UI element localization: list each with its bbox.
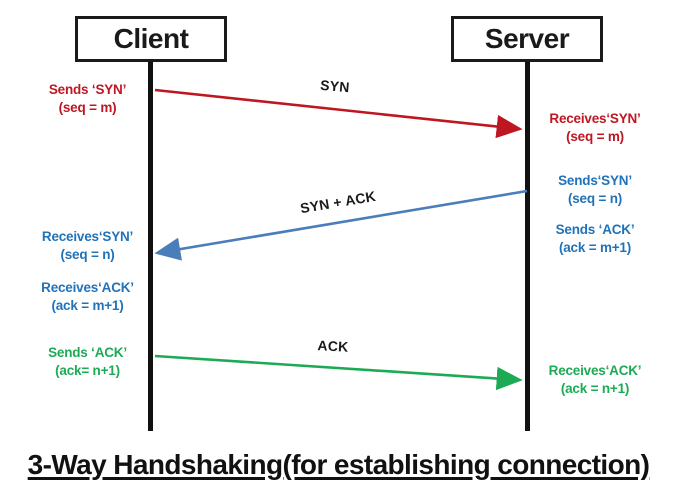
note-server-receives-syn: Receives‘SYN’ (seq = m) bbox=[520, 110, 670, 146]
note-line2: (ack = n+1) bbox=[560, 381, 630, 396]
note-line1: Receives‘ACK’ bbox=[548, 363, 642, 378]
note-line2: (seq = n) bbox=[567, 191, 623, 206]
note-server-sends-ack: Sends ‘ACK’ (ack = m+1) bbox=[520, 221, 670, 257]
note-line2: (ack= n+1) bbox=[55, 363, 120, 378]
server-label: Server bbox=[484, 23, 570, 54]
note-line1: Sends ‘ACK’ bbox=[48, 345, 127, 360]
note-client-receives-ack: Receives‘ACK’ (ack = m+1) bbox=[10, 279, 165, 315]
note-line2: (seq = m) bbox=[58, 100, 117, 115]
server-box: Server bbox=[451, 16, 603, 62]
client-label: Client bbox=[113, 23, 189, 54]
note-client-receives-syn: Receives‘SYN’ (seq = n) bbox=[10, 228, 165, 264]
note-server-receives-final-ack: Receives‘ACK’ (ack = n+1) bbox=[520, 362, 670, 398]
note-line2: (seq = n) bbox=[60, 247, 115, 262]
note-line1: Sends ‘SYN’ bbox=[48, 82, 127, 97]
note-line2: (seq = m) bbox=[566, 129, 624, 144]
note-line1: Sends ‘ACK’ bbox=[555, 222, 635, 237]
diagram-title: 3-Way Handshaking(for establishing conne… bbox=[0, 449, 677, 481]
note-line2: (ack = m+1) bbox=[558, 240, 632, 255]
syn-arrow bbox=[154, 88, 523, 139]
client-box: Client bbox=[75, 16, 227, 62]
note-line2: (ack = m+1) bbox=[51, 298, 124, 313]
client-lifeline bbox=[148, 62, 153, 431]
note-server-sends-syn: Sends‘SYN’ (seq = n) bbox=[520, 172, 670, 208]
diagram-title-text: 3-Way Handshaking(for establishing conne… bbox=[27, 449, 650, 480]
syn-ack-arrow bbox=[154, 189, 528, 261]
ack-arrow-label: ACK bbox=[317, 337, 349, 355]
note-client-sends-syn: Sends ‘SYN’ (seq = m) bbox=[10, 81, 165, 117]
note-line1: Receives‘ACK’ bbox=[41, 280, 134, 295]
note-line1: Receives‘SYN’ bbox=[549, 111, 641, 126]
note-line1: Receives‘SYN’ bbox=[41, 229, 134, 244]
note-line1: Sends‘SYN’ bbox=[558, 173, 632, 188]
note-client-sends-final-ack: Sends ‘ACK’ (ack= n+1) bbox=[10, 344, 165, 380]
server-lifeline bbox=[525, 62, 530, 431]
ack-arrow bbox=[154, 354, 523, 391]
